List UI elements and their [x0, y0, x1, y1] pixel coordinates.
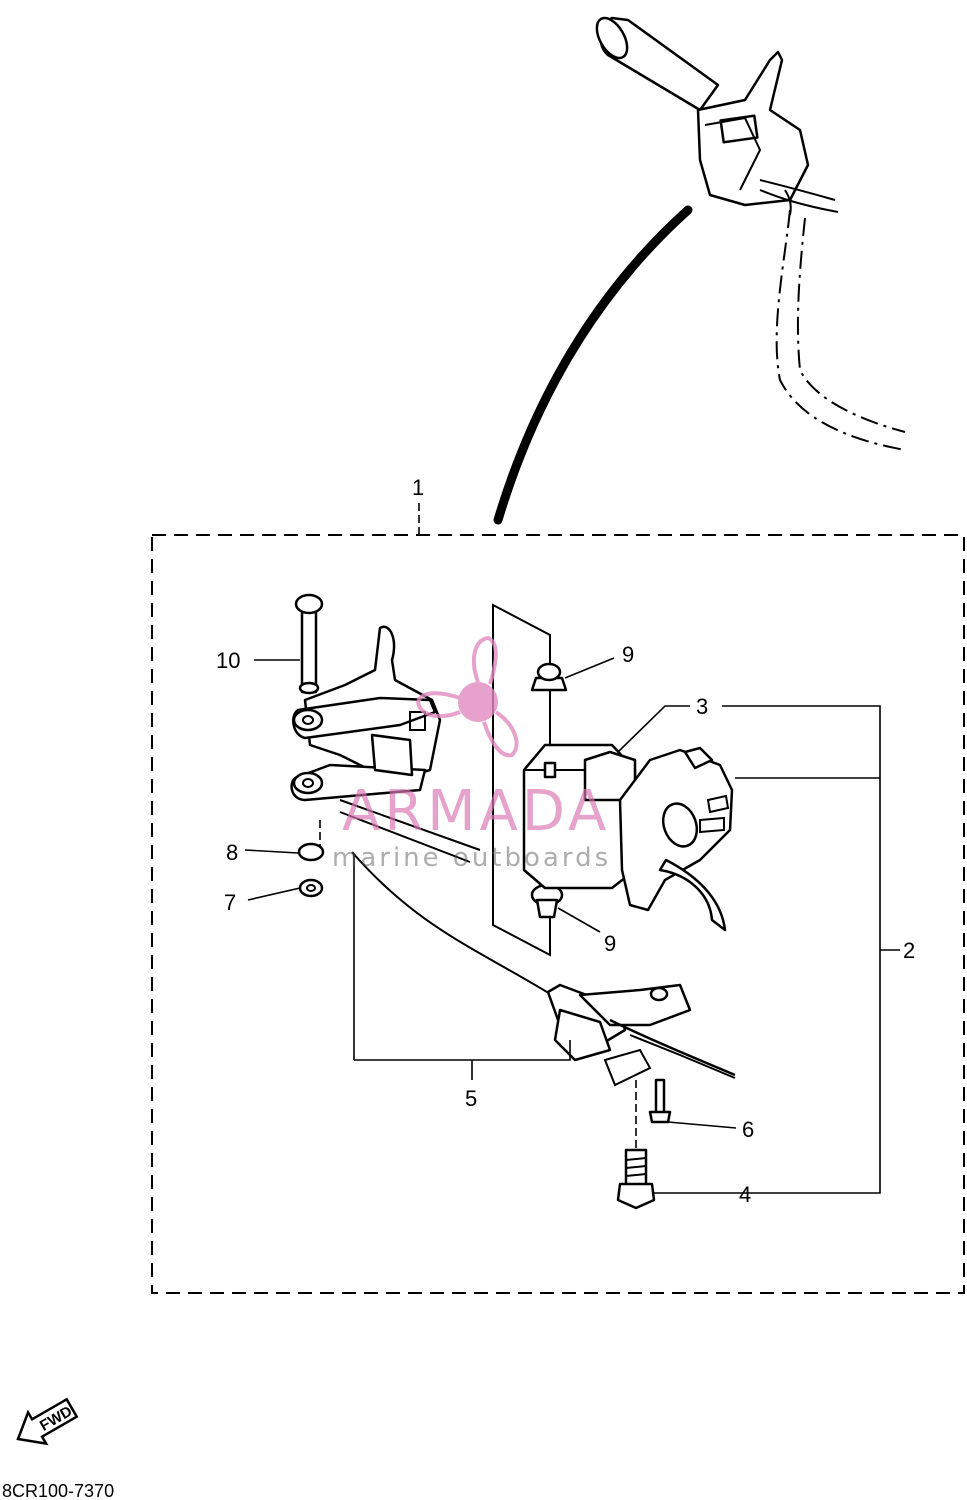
handlebar-grip	[595, 16, 906, 451]
watermark-subtitle: marine outboards	[332, 843, 611, 873]
pivot-pin	[294, 593, 324, 695]
watermark: ARMADA marine outboards	[332, 635, 611, 873]
watermark-title: ARMADA	[342, 779, 610, 844]
callout-8: 8	[226, 840, 238, 865]
reference-lines	[319, 503, 637, 1160]
callout-6: 6	[742, 1117, 754, 1142]
callout-1: 1	[412, 475, 424, 500]
callout-2: 2	[903, 938, 915, 963]
washer	[297, 842, 325, 862]
leader-lines	[244, 657, 900, 1194]
callout-7: 7	[224, 890, 236, 915]
propeller-logo-icon	[415, 635, 519, 758]
kit-boundary	[151, 534, 965, 1294]
callout-9-bottom: 9	[604, 931, 616, 956]
spring-washer	[298, 878, 324, 898]
screw	[648, 1078, 672, 1124]
callout-9-top: 9	[622, 642, 634, 667]
connecting-cable	[351, 851, 561, 1001]
mounting-plate	[492, 603, 551, 957]
grommet-bottom	[530, 883, 564, 919]
callout-4: 4	[739, 1182, 751, 1207]
callout-10: 10	[216, 648, 240, 673]
callout-5: 5	[465, 1086, 477, 1111]
lower-lever	[546, 983, 736, 1087]
diagram-code: 8CR100-7370	[2, 1481, 114, 1500]
throttle-cable	[493, 205, 693, 525]
throttle-lever-bracket	[290, 625, 481, 863]
fwd-arrow-icon: FWD	[16, 1397, 79, 1446]
grommet-top	[530, 662, 568, 692]
switch-assembly	[522, 743, 734, 932]
callout-3: 3	[696, 694, 708, 719]
bolt	[616, 1148, 656, 1210]
